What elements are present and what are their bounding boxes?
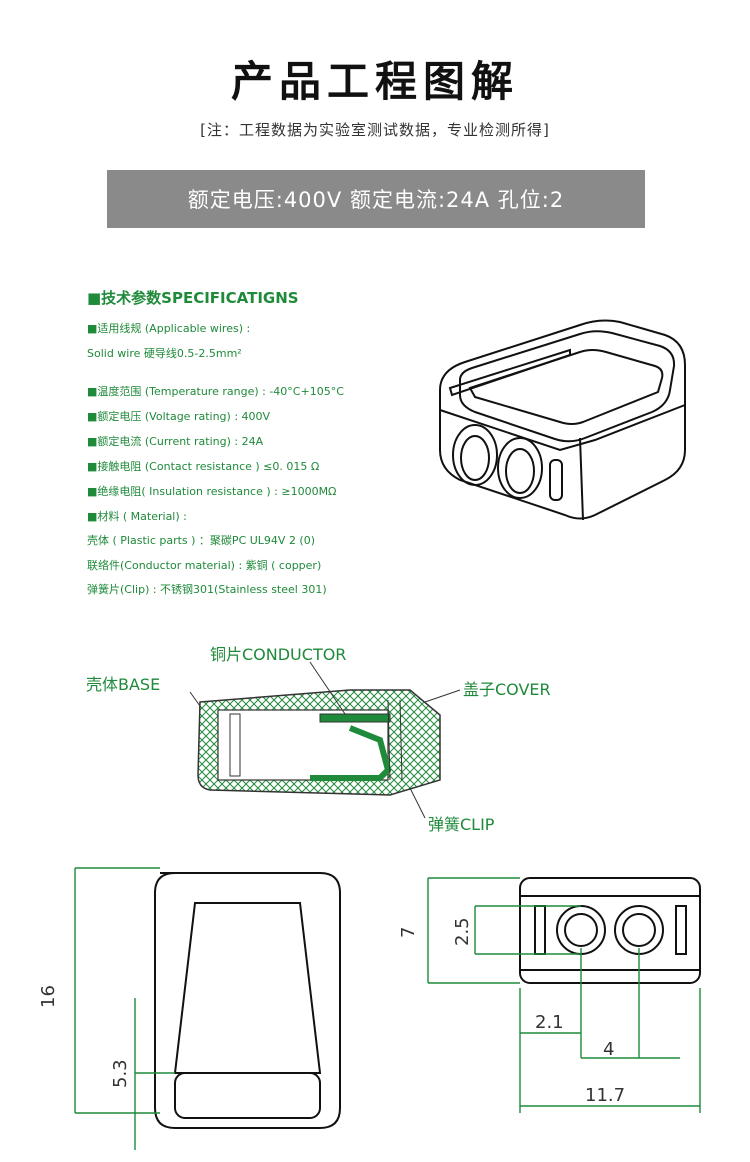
label-conductor: 铜片CONDUCTOR [210,645,346,664]
spec-line: Solid wire 硬导线0.5-2.5mm² [87,347,242,360]
spec-line: ■额定电压 (Voltage rating) : 400V [87,410,271,423]
connector-product-drawing [439,319,686,521]
spec-line: ■材料 ( Material) : [87,510,187,523]
spec-line: ■绝缘电阻( Insulation resistance ) : ≥1000MΩ [87,485,337,498]
spec-line: ■适用线规 (Applicable wires) : [87,322,251,335]
page-title: 产品工程图解 [230,57,519,106]
dim-pitch: 4 [603,1039,614,1060]
label-base: 壳体BASE [86,675,160,694]
spec-line: 弹簧片(Clip) : 不锈钢301(Stainless steel 301) [87,583,327,596]
dim-height: 16 [40,985,59,1008]
dimension-drawings: 16 5.3 7 2.5 2.1 4 11.7 [40,867,701,1150]
spec-line: 联络件(Conductor material) : 紫铜 ( copper) [87,559,322,572]
spec-line: 壳体 ( Plastic parts ) ：聚碳PC UL94V 2 (0) [87,534,316,547]
label-clip: 弹簧CLIP [428,815,495,834]
cross-section-diagram: 铜片CONDUCTOR 壳体BASE 盖子COVER 弹簧CLIP [86,645,551,834]
test-note: [注：工程数据为实验室测试数据，专业检测所得] [200,121,550,139]
dim-hole: 2.5 [452,917,473,946]
rating-banner: 额定电压:400V 额定电流:24A 孔位:2 [107,170,645,228]
dim-offset: 2.1 [535,1012,564,1033]
dim-front-height: 7 [398,927,419,938]
spec-heading: ■技术参数SPECIFICATIGNS [87,289,299,307]
spec-line: ■额定电流 (Current rating) : 24A [87,435,264,448]
spec-line: ■温度范围 (Temperature range) : -40°C+105°C [87,385,344,398]
dim-lower: 5.3 [110,1059,131,1088]
spec-line: ■接触电阻 (Contact resistance ) ≤0. 015 Ω [87,460,320,473]
dim-width: 11.7 [585,1085,625,1106]
label-cover: 盖子COVER [463,680,551,699]
